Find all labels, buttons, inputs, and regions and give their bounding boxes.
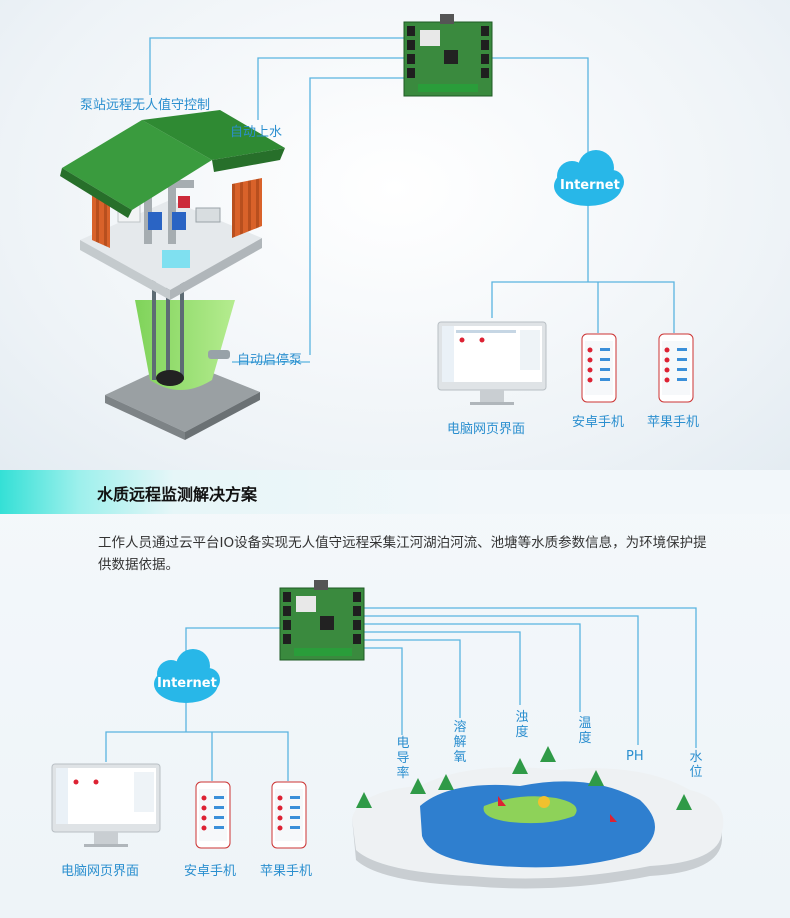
sensor-conductivity-label: 电导率 xyxy=(396,736,410,781)
section-description: 工作人员通过云平台IO设备实现无人值守远程采集江河湖泊河流、池塘等水质参数信息，… xyxy=(98,535,707,573)
controller-board-icon xyxy=(403,14,493,97)
sensor-dissolved-oxygen-label: 溶解氧 xyxy=(453,720,467,765)
auto-water-label: 自动上水 xyxy=(230,125,283,140)
cloud-label: Internet xyxy=(157,676,217,691)
sensor-water-level-label: 水位 xyxy=(689,750,703,780)
pump-station-label: 泵站远程无人值守控制 xyxy=(80,98,211,113)
android-label: 安卓手机 xyxy=(184,864,237,879)
android-label: 安卓手机 xyxy=(572,415,625,430)
sensor-ph-label: PH xyxy=(626,749,644,764)
pc-label: 电脑网页界面 xyxy=(61,864,140,879)
android-phone-icon xyxy=(581,333,617,403)
sensor-temperature-label: 温度 xyxy=(578,716,592,746)
pc-label: 电脑网页界面 xyxy=(447,422,526,437)
pc-monitor-icon xyxy=(437,321,547,405)
section-title: 水质远程监测解决方案 xyxy=(97,485,258,504)
sensor-turbidity-label: 浊度 xyxy=(515,710,529,740)
cloud-icon xyxy=(554,150,624,206)
auto-pump-label: 自动启停泵 xyxy=(237,353,303,368)
section-header-bar xyxy=(0,470,790,514)
pump-station-illustration xyxy=(60,110,285,440)
iphone-icon xyxy=(658,333,694,403)
cloud-label: Internet xyxy=(560,178,620,193)
top-connection-lines xyxy=(149,37,675,363)
iphone-label: 苹果手机 xyxy=(647,415,700,430)
iphone-label: 苹果手机 xyxy=(260,864,313,879)
pump-station-diagram xyxy=(60,14,694,440)
